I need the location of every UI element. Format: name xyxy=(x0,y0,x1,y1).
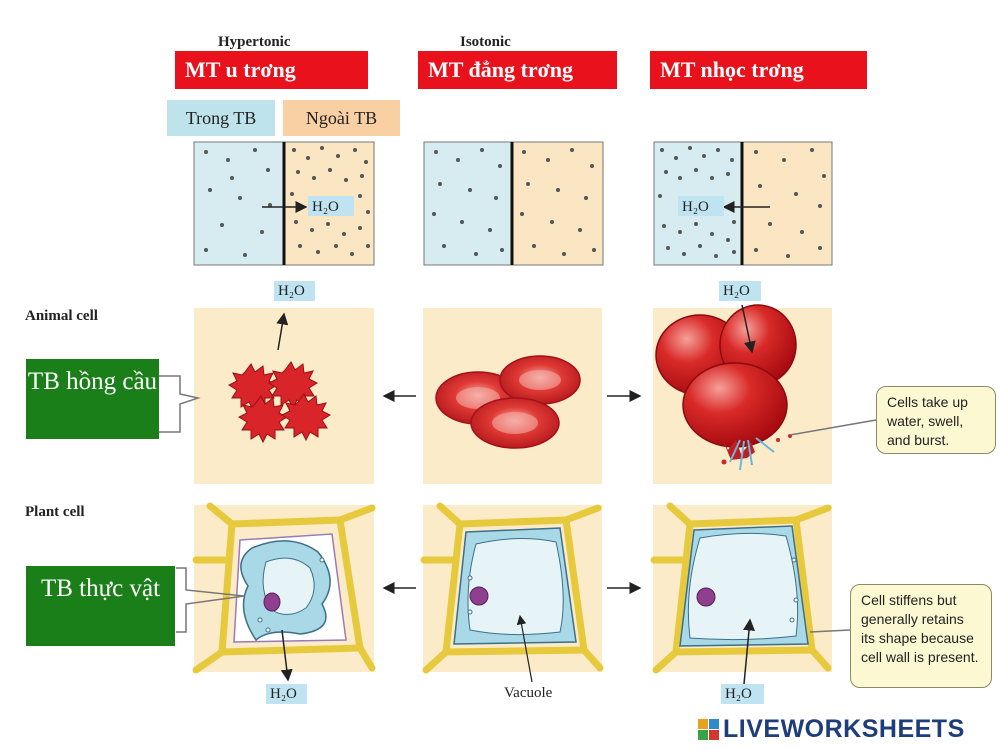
isotonic-caption: Isotonic xyxy=(460,34,511,50)
isotonic-answer-box[interactable]: MT đẳng trơng xyxy=(418,51,617,89)
h2o-label-animal-hypertonic: H₂O xyxy=(278,283,305,299)
normal-plant-cell xyxy=(453,527,577,645)
h2o-label-plant-hypotonic: H₂O xyxy=(725,686,752,702)
liveworksheets-logo-icon xyxy=(698,718,719,740)
legend-inside-cell[interactable]: Trong TB xyxy=(167,100,275,136)
h2o-label-plant-hypertonic: H₂O xyxy=(270,686,297,702)
plant-cell-label: Plant cell xyxy=(25,504,85,520)
stiffen-callout: Cell stiffens but generally retains its … xyxy=(850,584,992,688)
liveworksheets-logo[interactable]: LIVEWORKSHEETS xyxy=(698,714,965,744)
animal-cell-label: Animal cell xyxy=(25,308,98,324)
hypertonic-solution-box xyxy=(193,141,375,266)
h2o-label-hypotonic-box: H₂O xyxy=(682,199,709,215)
hypotonic-answer-box[interactable]: MT nhọc trơng xyxy=(650,51,867,89)
hypertonic-answer-box[interactable]: MT u trơng xyxy=(175,51,368,89)
hypertonic-caption: Hypertonic xyxy=(218,34,291,50)
legend-outside-cell[interactable]: Ngoài TB xyxy=(283,100,400,136)
turgid-plant-cell xyxy=(679,525,809,647)
h2o-label-hypertonic-box: H₂O xyxy=(312,199,339,215)
liveworksheets-logo-text: LIVEWORKSHEETS xyxy=(723,714,965,743)
bursting-red-blood-cells xyxy=(655,304,797,471)
vacuole-label: Vacuole xyxy=(504,685,553,701)
red-blood-cell-answer-box[interactable]: TB hồng cầu xyxy=(26,359,159,439)
hypotonic-solution-box xyxy=(653,141,833,266)
plant-cell-answer-box[interactable]: TB thực vật xyxy=(26,566,175,646)
normal-red-blood-cells xyxy=(435,355,581,449)
h2o-label-animal-hypotonic: H₂O xyxy=(723,283,750,299)
burst-callout: Cells take up water, swell, and burst. xyxy=(876,386,996,454)
crenated-red-blood-cells xyxy=(227,361,332,444)
plasmolysed-plant-cell xyxy=(233,533,347,643)
isotonic-solution-box xyxy=(423,141,604,266)
